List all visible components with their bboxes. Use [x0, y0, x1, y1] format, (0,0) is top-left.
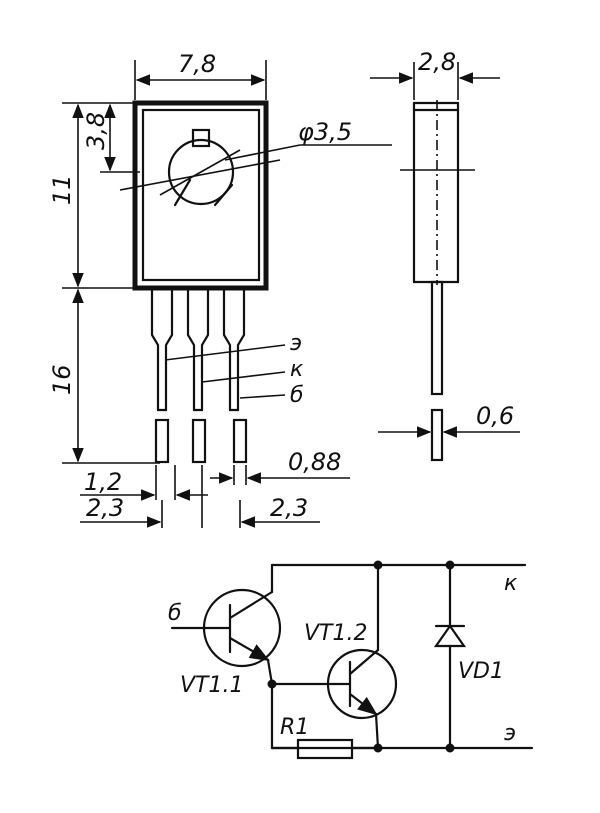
dim-width: 7,8 — [178, 50, 216, 78]
dim-lead-offset: 1,2 — [84, 468, 122, 496]
diode-label: VD1 — [458, 659, 504, 684]
hole-centerline — [159, 149, 241, 196]
dim-hole-diameter: φ3,5 — [298, 118, 352, 146]
dim-lead-width: 0,88 — [288, 448, 341, 476]
schematic: б VT1.1 VT1.2 VD1 R1 к э — [168, 560, 534, 760]
transistor-1-label: VT1.1 — [180, 673, 243, 698]
package-inner — [141, 108, 261, 282]
transistor-2-label: VT1.2 — [304, 621, 367, 646]
front-view: 7,8 3,8 11 16 φ3,5 э к б 0,88 — [48, 50, 392, 528]
dim-lead-length: 16 — [48, 364, 76, 395]
dim-side-thickness: 2,8 — [418, 48, 456, 76]
hole-notch — [191, 128, 211, 148]
diode-symbol — [433, 624, 467, 648]
leads — [150, 288, 248, 464]
pin-label-base: б — [290, 383, 304, 408]
side-body — [412, 101, 460, 284]
pin-label-collector: к — [290, 357, 304, 382]
dim-body-height: 11 — [48, 174, 76, 205]
schematic-collector-label: к — [504, 571, 518, 596]
dim-tab-height: 3,8 — [82, 112, 110, 150]
pin-label-emitter: э — [290, 331, 302, 356]
schematic-emitter-label: э — [504, 721, 516, 746]
side-view: 2,8 0,6 — [370, 48, 520, 462]
dim-pitch-left: 2,3 — [86, 494, 124, 522]
resistor-label: R1 — [280, 715, 309, 740]
schematic-base-label: б — [168, 601, 182, 626]
dim-pitch-right: 2,3 — [270, 494, 308, 522]
side-lead — [430, 280, 444, 396]
dim-lead-thickness: 0,6 — [476, 402, 514, 430]
package-body — [132, 100, 269, 291]
mounting-hole — [167, 138, 235, 206]
